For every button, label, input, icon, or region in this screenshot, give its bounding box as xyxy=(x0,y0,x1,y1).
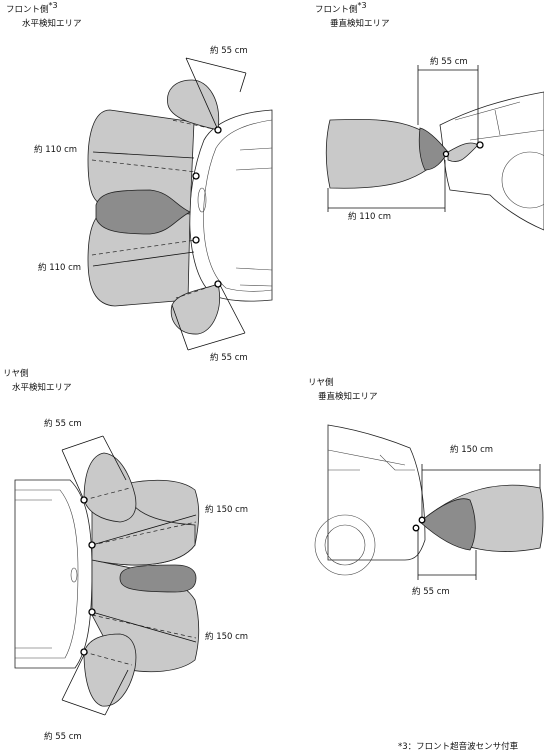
rear-vertical-wheel-inner xyxy=(324,524,366,566)
front-horizontal-dim-upper: 約 110 cm xyxy=(34,145,78,155)
rear-vertical-car-lines xyxy=(327,449,415,471)
rear-vertical-sensor-2 xyxy=(412,524,420,532)
rear-horizontal-dim-upper: 約 150 cm xyxy=(205,505,249,515)
front-vertical-sensor xyxy=(476,141,484,149)
rear-zone-corner-top xyxy=(83,452,137,523)
front-car-emblem xyxy=(197,187,207,213)
rear-sensor-center-right xyxy=(88,608,96,616)
rear-car-lines xyxy=(15,489,79,659)
front-vertical-zone-overlap xyxy=(418,127,449,171)
front-horizontal-title: フロント側*3 xyxy=(6,1,58,15)
front-vertical-wheel xyxy=(501,151,544,209)
rear-vertical-title: リヤ側 xyxy=(308,378,334,388)
front-vertical-car-lines xyxy=(454,101,544,141)
rear-horizontal-dim-lower: 約 150 cm xyxy=(205,632,249,642)
front-zone-corner-top xyxy=(167,79,220,131)
rear-horizontal-dim-top: 約 55 cm xyxy=(44,419,82,429)
front-car-detail-lines xyxy=(235,147,273,287)
rear-vertical-sensor xyxy=(418,516,426,524)
front-sensor-corner-left xyxy=(214,126,222,134)
front-horizontal-dim-lines xyxy=(92,57,247,351)
rear-vertical-car-body xyxy=(327,424,426,561)
front-car-bumper-line xyxy=(203,119,273,292)
front-vertical-dim-lines xyxy=(327,65,479,212)
rear-zone-corner-bottom xyxy=(83,633,137,707)
rear-sensor-center-left xyxy=(88,541,96,549)
rear-vertical-dim-lines xyxy=(417,464,541,580)
front-horizontal-dim-bottom: 約 55 cm xyxy=(210,353,248,363)
front-horizontal-dim-top: 約 55 cm xyxy=(210,46,248,56)
front-vertical-zone-large xyxy=(325,119,449,189)
rear-sensor-corner-left xyxy=(80,496,88,504)
front-vertical-dim-top: 約 55 cm xyxy=(430,57,468,67)
rear-vertical-wheel xyxy=(314,514,376,576)
front-vertical-dim-bottom: 約 110 cm xyxy=(348,212,392,222)
rear-car-emblem xyxy=(70,567,78,583)
rear-vertical-zone-small xyxy=(419,498,476,551)
front-sensor-corner-right xyxy=(214,280,222,288)
rear-zone-dashes xyxy=(83,487,197,666)
front-vertical-title: フロント側*3 xyxy=(315,1,367,15)
front-horizontal-dim-lower: 約 110 cm xyxy=(38,263,82,273)
front-zone-overlap xyxy=(95,189,191,235)
front-sensor-center-left xyxy=(192,172,200,180)
rear-horizontal-title: リヤ側 xyxy=(3,369,29,379)
front-corner-dashes xyxy=(171,119,219,299)
front-vertical-subtitle: 垂直検知エリア xyxy=(330,19,390,29)
rear-sensor-corner-right xyxy=(80,648,88,656)
front-zone-corner-bottom xyxy=(170,283,220,335)
rear-vertical-dim-bottom: 約 55 cm xyxy=(412,587,450,597)
rear-zone-overlap xyxy=(119,564,197,593)
rear-vertical-subtitle: 垂直検知エリア xyxy=(318,392,378,402)
front-sensor-center-right xyxy=(192,236,200,244)
rear-horizontal-subtitle: 水平検知エリア xyxy=(12,383,72,393)
front-zone-dashes xyxy=(91,159,197,256)
rear-vertical-dim-top: 約 150 cm xyxy=(450,445,494,455)
rear-horizontal-dim-lines xyxy=(61,435,197,716)
front-vertical-sensor-2 xyxy=(442,150,450,158)
footnote: *3：フロント超音波センサ付車 xyxy=(398,742,519,752)
rear-horizontal-dim-bottom: 約 55 cm xyxy=(44,732,82,742)
front-horizontal-subtitle: 水平検知エリア xyxy=(22,19,82,29)
